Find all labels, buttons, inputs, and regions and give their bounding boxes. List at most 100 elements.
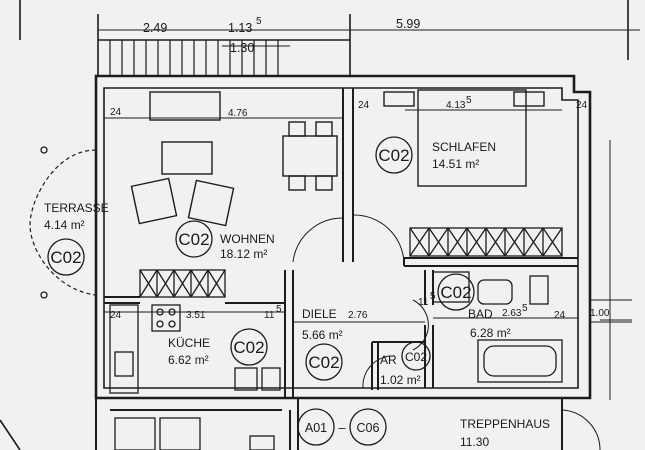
wardrobes: [139, 227, 563, 298]
chair-4: [315, 175, 333, 191]
bed: [383, 89, 545, 187]
room-kueche-name: KÜCHE: [168, 336, 210, 350]
dim-w24-b: 24: [358, 100, 370, 111]
dim-schlafen-width: 4.13: [446, 100, 466, 111]
wall-wohnen-kueche: [104, 296, 285, 304]
room-treppenhaus-name: TREPPENHAUS: [460, 417, 550, 431]
dim-top-249: 2.49: [143, 21, 167, 35]
kitchen-counter: [109, 304, 281, 394]
room-bad-area: 6.28 m²: [470, 326, 511, 340]
fridge-low-2: [261, 367, 281, 391]
dim-w24-c: 24: [576, 100, 588, 111]
circle-terrasse: [47, 238, 85, 276]
code-bad: C02: [440, 283, 471, 302]
wall-wohnen-schlafen: [342, 88, 354, 262]
room-bad-name: BAD: [468, 307, 493, 321]
door-schlafen: [352, 214, 405, 263]
door-diele: [362, 355, 396, 389]
dim-top-1135-sup: 5: [256, 16, 262, 27]
wall-diele-bad: [424, 270, 434, 388]
circle-bad: [437, 273, 475, 311]
coffee-table: [161, 141, 213, 175]
wall-schlafen-bad: [403, 257, 578, 267]
dim-w115-a: 11: [264, 310, 275, 321]
circle-schlafen: [375, 136, 413, 174]
door-swings: [292, 214, 601, 450]
terrace-arc: [29, 149, 97, 296]
dining-table: [282, 135, 338, 177]
circle-a01: [297, 408, 335, 446]
furniture-lower: [114, 417, 275, 450]
dim-bad-width-sup: 5: [522, 303, 528, 314]
washbasin: [477, 279, 513, 305]
room-treppenhaus-area: 11.30: [460, 435, 489, 449]
left-wall: [0, 0, 21, 450]
room-schlafen-area: 14.51 m²: [432, 157, 479, 171]
door-wohnen: [292, 217, 344, 263]
dimension-lines: [98, 29, 640, 323]
walls: [0, 0, 632, 450]
room-terrasse-name: TERRASSE: [44, 201, 109, 215]
code-kueche: C02: [233, 338, 264, 357]
room-ar-name: AR: [380, 353, 397, 367]
outer-wall-inner: [103, 87, 579, 389]
pillow-right: [513, 91, 545, 107]
room-schlafen-name: SCHLAFEN: [432, 140, 496, 154]
dim-w24-e: 24: [554, 310, 566, 321]
code-circles: [40, 136, 475, 446]
dim-w115-a-sup: 5: [276, 304, 282, 315]
room-wohnen-area: 18.12 m²: [220, 247, 267, 261]
dim-top-599: 5.99: [396, 17, 420, 31]
door-bad: [412, 299, 429, 351]
dim-bad-width: 2.63: [502, 308, 522, 319]
chair-3: [288, 175, 306, 191]
dim-right-100: 1.00: [590, 308, 610, 319]
lower-wall: [95, 398, 563, 450]
room-terrasse-area: 4.14 m²: [44, 218, 85, 232]
code-diele: C02: [308, 353, 339, 372]
code-ar: C02: [405, 350, 427, 364]
dim-kueche-width: 3.51: [186, 310, 206, 321]
code-schlafen: C02: [378, 146, 409, 165]
wall-kueche-diele: [284, 270, 294, 398]
bath-fixtures: [432, 271, 563, 383]
code-wohnen: C02: [178, 230, 209, 249]
counter-left: [109, 304, 139, 394]
cabinet-kueche: [139, 269, 226, 298]
circle-kueche: [230, 328, 268, 366]
dim-w115-b-sup: 5: [430, 291, 436, 302]
sofa: [149, 91, 221, 121]
dim-wohnen-width: 4.76: [228, 108, 248, 119]
room-ar-area: 1.02 m²: [380, 373, 421, 387]
code-c06: C06: [357, 421, 380, 435]
armchair-right: [187, 179, 235, 227]
code-terrasse: C02: [50, 248, 81, 267]
bath-cabinet: [432, 271, 470, 303]
dim-w24-d: 24: [110, 310, 122, 321]
dim-top-1135: 1.13: [228, 21, 252, 35]
dim-w115-b: 11: [418, 297, 429, 308]
room-wohnen-name: WOHNEN: [220, 232, 275, 246]
bathtub: [477, 339, 563, 383]
chair-1: [288, 121, 306, 137]
furniture-wohnen: [130, 91, 338, 227]
armchair-left: [130, 177, 178, 225]
toilet: [529, 275, 549, 305]
stove: [151, 304, 181, 332]
dim-top-130: 1.30: [230, 41, 254, 55]
fridge-low: [234, 367, 258, 391]
stair-outline: [97, 14, 351, 76]
circle-diele: [305, 343, 343, 381]
bed-frame: [417, 89, 527, 187]
room-diele-area: 5.66 m²: [302, 328, 343, 342]
room-kueche-area: 6.62 m²: [168, 353, 209, 367]
pillow-left: [383, 91, 415, 107]
dim-w24-a: 24: [110, 107, 122, 118]
door-treppenhaus: [561, 409, 601, 450]
code-range-sep: –: [339, 421, 346, 435]
right-extension: [590, 140, 632, 400]
sink: [114, 351, 134, 377]
dim-schlafen-width-sup: 5: [466, 95, 472, 106]
circle-ar: [401, 341, 431, 371]
